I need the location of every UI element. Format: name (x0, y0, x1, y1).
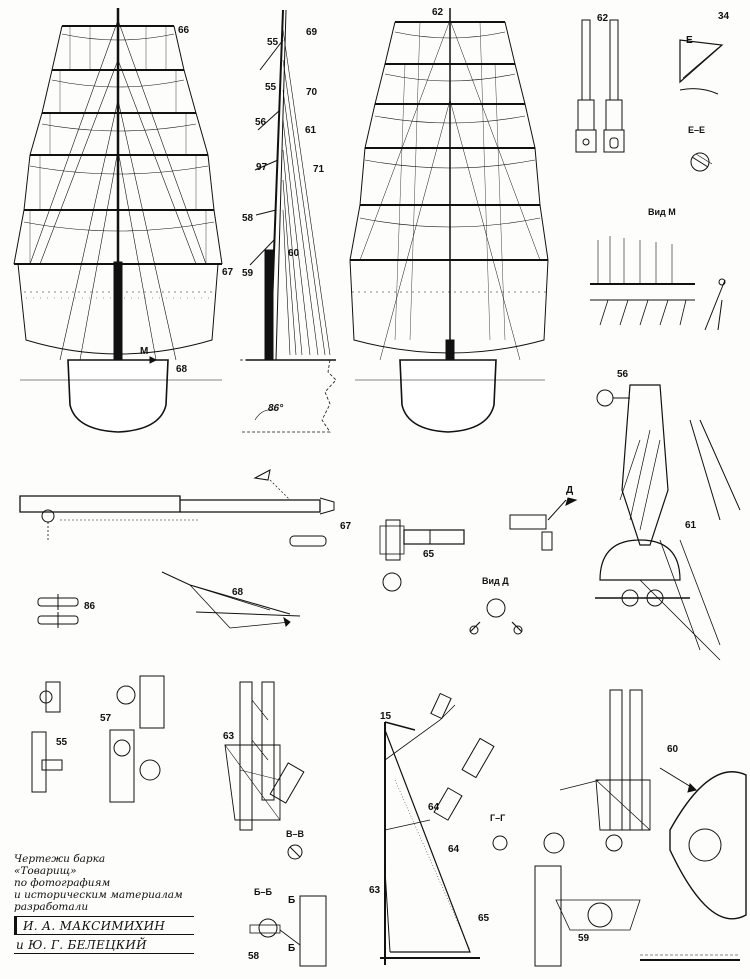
detail-86-68 (37, 571, 301, 629)
detail-60 (543, 689, 747, 920)
label-67-b: 67 (340, 521, 352, 532)
detail-65 (379, 497, 578, 592)
label-69: 69 (306, 27, 318, 38)
label-angle: 86° (268, 403, 284, 414)
sheet-number: 34 (718, 11, 730, 22)
label-64-a: 64 (428, 802, 440, 813)
label-58-a: 58 (242, 213, 254, 224)
front-view-sails-left (13, 8, 223, 433)
credit-author-2: и Ю. Г. БЕЛЕЦКИЙ (14, 939, 194, 954)
section-vv: В–В (286, 829, 305, 839)
detail-59-58 (249, 865, 740, 967)
staysail-15 (380, 692, 508, 965)
section-ee: Е–Е (688, 125, 706, 135)
fittings-57-55 (31, 675, 165, 803)
label-58-b: 58 (248, 951, 260, 962)
credit-line-2: «Товарищ» (14, 865, 77, 877)
label-65-b: 65 (478, 913, 490, 924)
label-65-a: 65 (423, 549, 435, 560)
view-d (469, 598, 523, 635)
label-64-b: 64 (448, 844, 460, 855)
section-bb: Б–Б (254, 887, 272, 897)
view-m (590, 236, 726, 331)
label-63-a: 63 (223, 731, 235, 742)
label-67-a: 67 (222, 267, 234, 278)
front-view-sails-right (349, 8, 549, 433)
section-gg: Г–Г (490, 813, 506, 823)
label-59-a: 59 (242, 268, 254, 279)
label-55-b: 55 (265, 82, 277, 93)
credit-author-1: И. А. МАКСИМИХИН (14, 916, 194, 935)
label-71: 71 (313, 164, 325, 175)
label-15: 15 (380, 711, 392, 722)
label-59-b: 59 (578, 933, 590, 944)
label-m: M (140, 346, 149, 357)
label-b1: Б (288, 895, 296, 906)
label-62-b: 62 (597, 13, 609, 24)
label-97: 97 (256, 162, 268, 173)
label-60-b: 60 (667, 744, 679, 755)
label-55-a: 55 (267, 37, 279, 48)
label-70: 70 (306, 87, 318, 98)
credit-line-4: и историческим материалам (14, 889, 183, 901)
credit-block: Чертежи барка «Товарищ» по фотографиям и… (14, 853, 194, 954)
label-56-a: 56 (255, 117, 267, 128)
label-86: 86 (84, 601, 96, 612)
credit-line-1: Чертежи барка (14, 853, 106, 865)
label-55-c: 55 (56, 737, 68, 748)
detail-e (679, 39, 724, 172)
label-61-a: 61 (305, 125, 317, 136)
label-61-b: 61 (685, 520, 697, 531)
label-66-a: 66 (178, 25, 190, 36)
detail-56-61 (595, 384, 741, 661)
credit-line-5: разработали (14, 901, 89, 913)
label-60-a: 60 (288, 248, 300, 259)
credit-line-3: по фотографиям (14, 877, 111, 889)
label-68-b: 68 (232, 587, 244, 598)
side-view-mast (240, 9, 337, 433)
label-68-a: 68 (176, 364, 188, 375)
label-63-b: 63 (369, 885, 381, 896)
label-62-a: 62 (432, 7, 444, 18)
detail-63 (224, 681, 305, 860)
label-57: 57 (100, 713, 112, 724)
yard-detail-67 (19, 469, 335, 547)
label-b2: Б (288, 943, 296, 954)
section-vid-m: Вид М (648, 207, 676, 217)
label-56-b: 56 (617, 369, 629, 380)
label-d: Д (566, 485, 574, 496)
detail-62 (575, 19, 625, 153)
section-vid-d: Вид Д (482, 576, 509, 586)
label-e: Е (686, 35, 693, 46)
